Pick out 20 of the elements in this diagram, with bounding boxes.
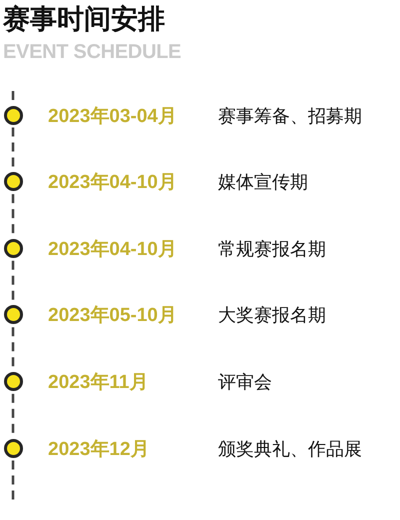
- date-text: 2023年04-10月: [48, 240, 177, 259]
- date-text: 2023年12月: [48, 440, 150, 458]
- event-text: 赛事筹备、招募期: [218, 106, 362, 124]
- date-text: 2023年05-10月: [48, 306, 177, 326]
- timeline-dot: [4, 106, 22, 124]
- timeline-dot: [4, 172, 22, 192]
- event-text: 大奖赛报名期: [218, 306, 326, 324]
- title: 赛事时间安排: [3, 5, 165, 33]
- event-text: 颁奖典礼、作品展: [218, 440, 362, 458]
- event-text: 评审会: [218, 372, 272, 391]
- timeline-line: [12, 458, 14, 502]
- timeline-dot: [4, 372, 22, 391]
- date-text: 2023年03-04月: [48, 106, 177, 126]
- date-text: 2023年11月: [48, 372, 148, 392]
- event-text: 媒体宣传期: [218, 173, 308, 192]
- timeline-dot: [4, 238, 22, 258]
- timeline-dot: [4, 305, 22, 324]
- date-text: 2023年04-10月: [48, 173, 177, 192]
- event-text: 常规赛报名期: [218, 240, 326, 258]
- timeline-dot: [4, 438, 22, 458]
